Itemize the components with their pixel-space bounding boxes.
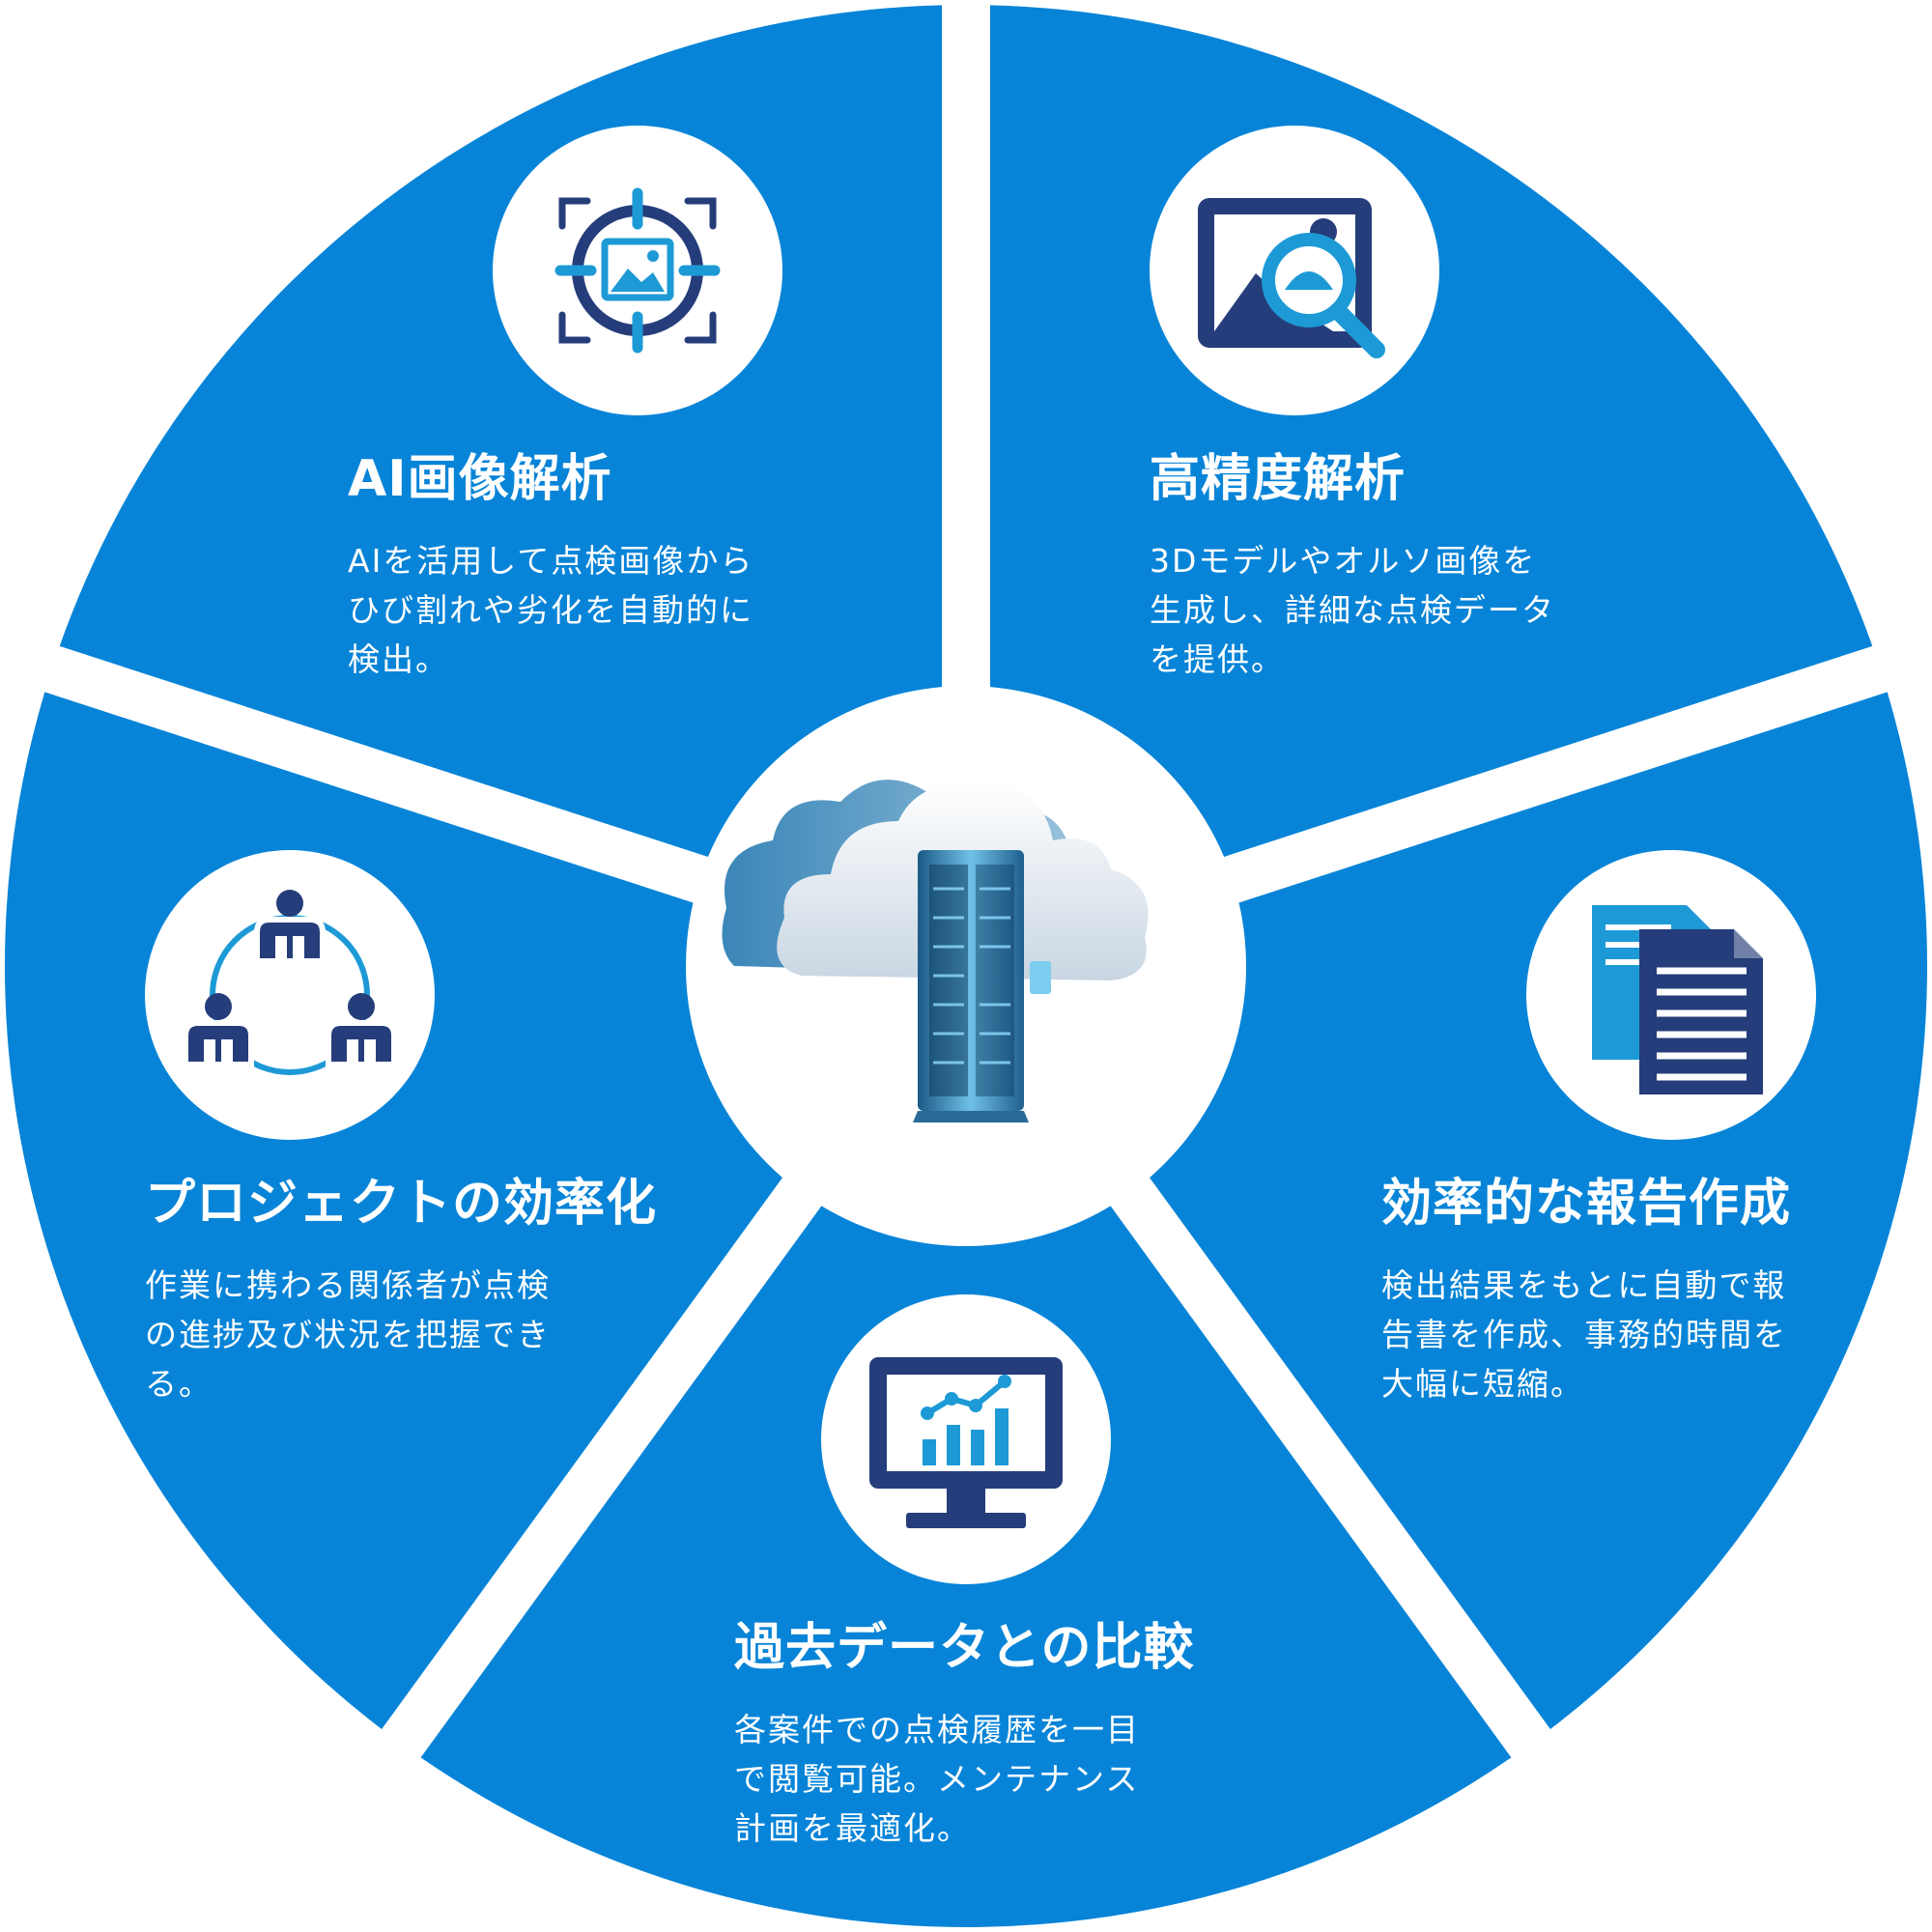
segment-description: 3Dモデルやオルソ画像を 生成し、詳細な点検データ を提供。 xyxy=(1150,536,1555,684)
description-line: 各案件での点検履歴を一目 xyxy=(734,1711,1140,1748)
icon-circle-ai xyxy=(493,126,782,415)
description-line: 3Dモデルやオルソ画像を xyxy=(1150,542,1537,580)
description-line: 検出。 xyxy=(348,640,449,678)
description-line: で閲覧可能。メンテナンス xyxy=(734,1760,1140,1798)
cloud-server-icon xyxy=(722,780,1149,1122)
segment-text-compare: 過去データとの比較 各案件での点検履歴を一目 で閲覧可能。メンテナンス 計画を最… xyxy=(734,1618,1194,1853)
segment-description: 検出結果をもとに自動で報 告書を作成、事務的時間を 大幅に短縮。 xyxy=(1381,1261,1791,1408)
description-line: 告書を作成、事務的時間を xyxy=(1381,1316,1787,1353)
segment-title: プロジェクトの効率化 xyxy=(145,1175,658,1233)
segment-text-precision: 高精度解析 3Dモデルやオルソ画像を 生成し、詳細な点検データ を提供。 xyxy=(1150,449,1555,684)
team-network-icon xyxy=(183,890,397,1075)
segment-ai-image-analysis xyxy=(59,5,943,857)
documents-icon xyxy=(1592,905,1763,1094)
description-line: を提供。 xyxy=(1150,640,1285,678)
segment-title: 過去データとの比較 xyxy=(734,1619,1195,1677)
description-line: AIを活用して点検画像から xyxy=(348,542,754,580)
description-line: ひび割れや劣化を自動的に xyxy=(348,591,753,629)
segment-title: 高精度解析 xyxy=(1150,450,1406,508)
description-line: 検出結果をもとに自動で報 xyxy=(1381,1266,1787,1304)
image-target-icon xyxy=(554,187,721,354)
image-search-icon xyxy=(1198,198,1385,358)
segment-text-project: プロジェクトの効率化 作業に携わる関係者が点検 の進捗及び状況を把握でき る。 xyxy=(145,1174,657,1408)
segment-description: AIを活用して点検画像から ひび割れや劣化を自動的に 検出。 xyxy=(348,536,753,684)
segment-description: 各案件での点検履歴を一目 で閲覧可能。メンテナンス 計画を最適化。 xyxy=(734,1705,1194,1853)
segment-text-ai: AI画像解析 AIを活用して点検画像から ひび割れや劣化を自動的に 検出。 xyxy=(348,449,753,684)
segment-title: 効率的な報告作成 xyxy=(1381,1175,1792,1233)
segment-title: AI画像解析 xyxy=(348,450,612,508)
description-line: 生成し、詳細な点検データ xyxy=(1150,591,1555,629)
segment-description: 作業に携わる関係者が点検 の進捗及び状況を把握でき る。 xyxy=(145,1261,657,1408)
monitor-chart-icon xyxy=(869,1357,1063,1528)
description-line: 計画を最適化。 xyxy=(734,1809,971,1847)
description-line: 大幅に短縮。 xyxy=(1381,1365,1584,1403)
description-line: の進捗及び状況を把握でき xyxy=(145,1316,551,1353)
description-line: 作業に携わる関係者が点検 xyxy=(145,1266,551,1304)
segment-text-report: 効率的な報告作成 検出結果をもとに自動で報 告書を作成、事務的時間を 大幅に短縮… xyxy=(1381,1174,1791,1408)
segment-high-precision-analysis xyxy=(989,5,1873,857)
description-line: る。 xyxy=(145,1365,213,1403)
